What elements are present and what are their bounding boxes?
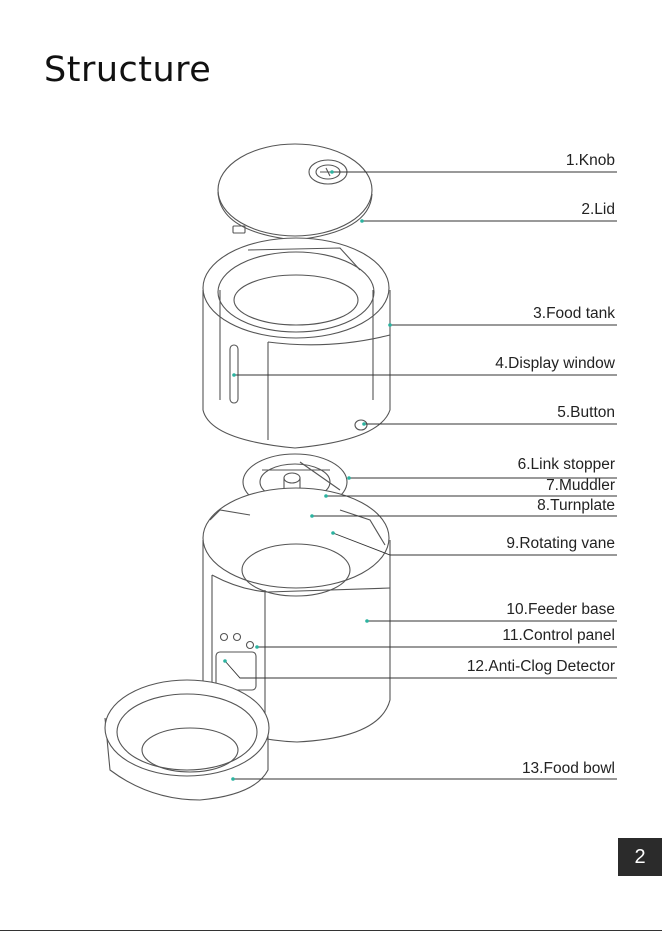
part-label-control-panel: 11.Control panel: [502, 627, 615, 645]
bottom-divider: [0, 930, 662, 931]
part-label-feeder-base: 10.Feeder base: [506, 601, 615, 619]
part-label-muddler: 7.Muddler: [546, 477, 615, 495]
part-label-rotating-vane: 9.Rotating vane: [506, 535, 615, 553]
part-label-anti-clog-detector: 12.Anti-Clog Detector: [467, 658, 615, 676]
part-label-food-tank: 3.Food tank: [533, 305, 615, 323]
food-bowl-drawing: [105, 680, 269, 800]
food-tank-drawing: [203, 238, 390, 448]
part-label-knob: 1.Knob: [566, 152, 615, 170]
part-label-display-window: 4.Display window: [495, 355, 615, 373]
part-label-link-stopper: 6.Link stopper: [518, 456, 615, 474]
part-label-button: 5.Button: [557, 404, 615, 422]
part-label-turnplate: 8.Turnplate: [537, 497, 615, 515]
page-number-badge: 2: [618, 838, 662, 876]
part-label-food-bowl: 13.Food bowl: [522, 760, 615, 778]
part-label-lid: 2.Lid: [581, 201, 615, 219]
lid-drawing: [218, 144, 372, 240]
